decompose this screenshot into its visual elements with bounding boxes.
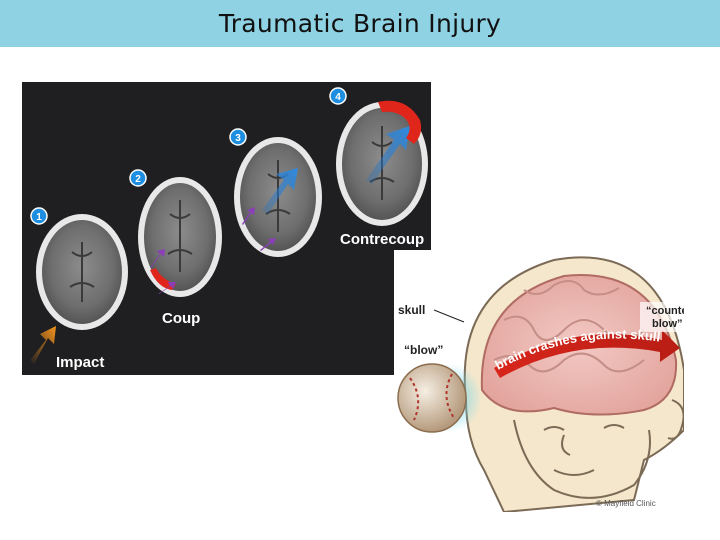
blue-arrow-icon [262,168,298,214]
ct-scan-figure: 1 2 3 4 Impact Coup Contrecoup [22,82,431,375]
purple-arrow-icon [150,249,165,268]
impact-label: Impact [56,354,104,371]
brain-scan-2 [138,177,222,297]
svg-text:3: 3 [235,133,241,144]
nose-mouth [543,424,625,476]
blow-label: “blow” [404,343,443,357]
counter-blow-label-line1: “counter [646,305,684,317]
purple-arrow-icon [158,282,176,294]
ct-scan-illustration: 1 2 3 4 Impact Coup Contrecoup [30,87,428,371]
brain-crash-arrow [494,330,680,378]
svg-text:4: 4 [335,92,341,103]
svg-text:2: 2 [135,174,141,185]
contrecoup-injury-mark [378,100,422,144]
slide-title-bar: Traumatic Brain Injury [0,0,720,47]
copyright-label: © Mayfield Clinic [596,499,656,508]
purple-arrow-icon [260,238,276,251]
step-badge-2: 2 [129,169,147,187]
svg-text:1: 1 [36,212,42,223]
blue-arrow-icon [366,126,410,184]
skull-label: skull [398,303,425,317]
face-outline [513,419,651,499]
head-impact-illustration: brain crashes against skull skull “blow”… [394,250,693,514]
step-badge-4: 4 [329,87,347,105]
ear-shape [667,399,685,440]
counter-blow-label-line2: blow” [652,318,683,330]
impact-arrow-icon [30,326,56,364]
purple-arrow-icon [242,207,255,225]
step-badge-1: 1 [30,207,48,225]
contrecoup-label: Contrecoup [340,231,424,248]
step-badge-3: 3 [229,128,247,146]
head-illustration: brain crashes against skull skull “blow”… [394,256,693,514]
brain-scan-1 [36,214,128,330]
coup-label: Coup [162,310,200,327]
baseball-icon [397,363,467,433]
slide-title: Traumatic Brain Injury [218,9,502,38]
